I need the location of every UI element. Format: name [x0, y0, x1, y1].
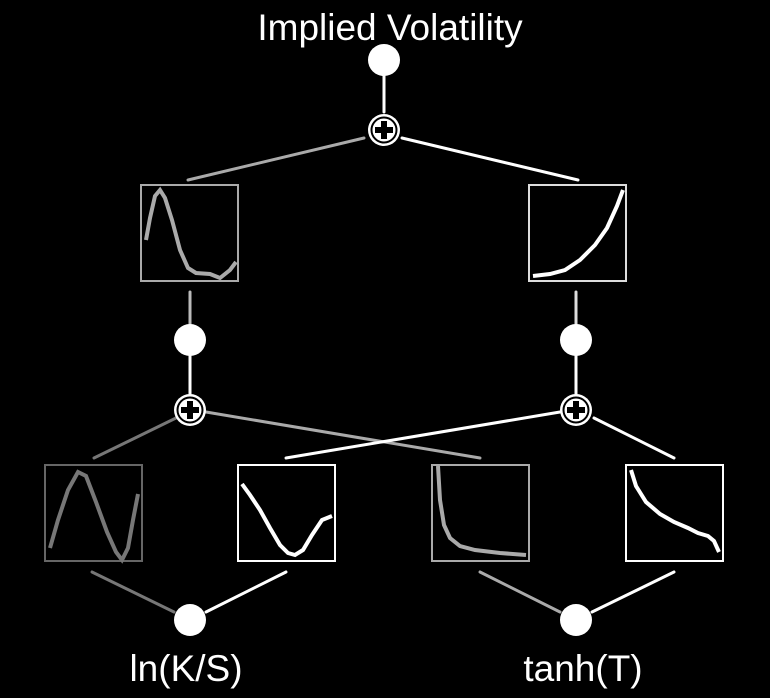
- input-label-right: tanh(T): [523, 648, 642, 689]
- activation-curve: [144, 186, 238, 281]
- activation-box-bottom-2: [237, 464, 336, 562]
- output-node-icon: [368, 44, 400, 76]
- activation-curve: [436, 465, 527, 557]
- activation-box-bottom-3: [431, 464, 530, 562]
- edge-rsum-d: [592, 416, 676, 460]
- edge-c-rnode: [478, 570, 562, 614]
- edge-b-lnode: [204, 570, 288, 614]
- edge-lsum-c: [204, 410, 482, 460]
- edge-d-rnode: [590, 570, 676, 614]
- left-sum-icon: [174, 394, 206, 426]
- top-sum-icon: [368, 114, 400, 146]
- hidden-node-right-icon: [560, 324, 592, 356]
- output-title: Implied Volatility: [257, 7, 523, 48]
- hidden-node-left-icon: [174, 324, 206, 356]
- activation-box-top-right: [528, 184, 627, 282]
- activation-curve: [240, 482, 333, 558]
- edge-lsum-a: [92, 416, 178, 460]
- input-label-left: ln(K/S): [129, 648, 242, 689]
- input-node-left-icon: [174, 604, 206, 636]
- activation-box-top-left: [140, 184, 239, 282]
- input-node-right-icon: [560, 604, 592, 636]
- activation-curve: [48, 469, 140, 564]
- edge-rsum-b: [284, 410, 562, 460]
- edge-a-lnode: [90, 570, 176, 614]
- activation-curve: [629, 469, 721, 553]
- right-sum-icon: [560, 394, 592, 426]
- activation-box-bottom-4: [625, 464, 724, 562]
- activation-box-bottom-1: [44, 464, 143, 564]
- edge-sum-right: [400, 136, 580, 182]
- connections: [90, 74, 676, 614]
- edge-sum-left: [186, 136, 366, 182]
- activation-curve: [532, 189, 625, 278]
